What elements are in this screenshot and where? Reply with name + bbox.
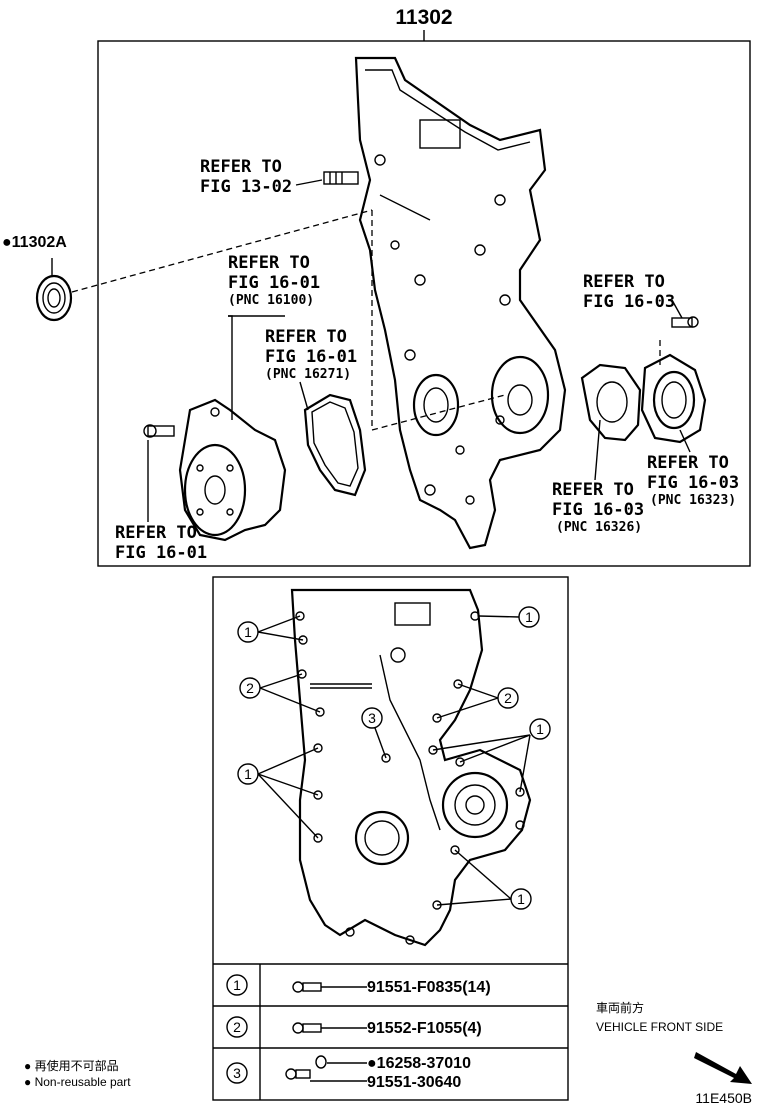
main-part-number[interactable]: 11302 [395, 6, 452, 29]
callout-1-a[interactable]: 1 [237, 621, 259, 643]
ref-pnc-16323-line2: FIG 16-03 [647, 473, 739, 493]
bottom-frame [212, 576, 569, 1101]
ref-fig-16-03-top-line1: REFER TO [583, 272, 665, 292]
ref-fig-16-03-top-line2: FIG 16-03 [583, 292, 675, 312]
ref-pnc-16326-line2: FIG 16-03 [552, 500, 644, 520]
direction-english: VEHICLE FRONT SIDE [596, 1020, 723, 1034]
svg-text:3: 3 [233, 1065, 241, 1081]
part-91552-f1055[interactable]: 91552-F1055(4) [367, 1020, 482, 1037]
ref-pnc-16326-line3: (PNC 16326) [556, 520, 642, 535]
ref-pnc-16271-line1: REFER TO [265, 327, 347, 347]
svg-text:2: 2 [233, 1019, 241, 1035]
oil-seal[interactable] [35, 274, 73, 322]
water-pump[interactable] [178, 398, 287, 542]
ref-pnc-16323-line3: (PNC 16323) [650, 493, 736, 508]
table-key-3: 3 [226, 1062, 248, 1084]
svg-text:3: 3 [368, 710, 376, 726]
table-key-2: 2 [226, 1016, 248, 1038]
part-91551-30640[interactable]: 91551-30640 [367, 1074, 461, 1091]
callout-1-c[interactable]: 1 [529, 718, 551, 740]
timing-chain-cover[interactable] [354, 56, 567, 550]
callout-1-d[interactable]: 1 [237, 763, 259, 785]
ref-pnc-16271-line2: FIG 16-01 [265, 347, 357, 367]
bolt-table [213, 963, 568, 1100]
svg-text:1: 1 [536, 721, 544, 737]
svg-text:1: 1 [233, 977, 241, 993]
bolt-icon-2 [292, 1022, 322, 1034]
svg-text:1: 1 [517, 891, 525, 907]
ref-fig-13-02-line1: REFER TO [200, 157, 282, 177]
bolt-icon-1 [292, 981, 322, 993]
svg-text:1: 1 [244, 624, 252, 640]
vehicle-front-arrow-icon [694, 1052, 752, 1084]
ref-pnc-16100-line2: FIG 16-01 [228, 273, 320, 293]
ref-pnc-16100-line1: REFER TO [228, 253, 310, 273]
cover-bolt-layout [290, 588, 532, 947]
ref-pnc-16271-line3: (PNC 16271) [265, 367, 351, 382]
direction-japanese: 車両前方 [596, 1000, 644, 1015]
callout-2-b[interactable]: 2 [497, 687, 519, 709]
svg-text:1: 1 [525, 609, 533, 625]
svg-text:2: 2 [246, 680, 254, 696]
legend-english: ● Non-reusable part [24, 1075, 131, 1089]
callout-1-b[interactable]: 1 [518, 606, 540, 628]
pump-gasket[interactable] [303, 393, 367, 497]
ref-pnc-16323-line1: REFER TO [647, 453, 729, 473]
ref-pnc-16100-line3: (PNC 16100) [228, 293, 314, 308]
housing-bolt[interactable] [671, 316, 699, 328]
figure-code: 11E450B [695, 1090, 752, 1106]
pump-bolt[interactable] [143, 424, 175, 438]
ref-pnc-16326-line1: REFER TO [552, 480, 634, 500]
stud-bolt[interactable] [323, 171, 359, 185]
part-91551-f0835[interactable]: 91551-F0835(14) [367, 979, 491, 996]
seal-part-number[interactable]: ●11302A [2, 234, 67, 251]
ref-fig-13-02-line2: FIG 13-02 [200, 177, 292, 197]
callout-2-a[interactable]: 2 [239, 677, 261, 699]
ref-fig-16-01-line1: REFER TO [115, 523, 197, 543]
svg-text:2: 2 [504, 690, 512, 706]
water-inlet-housing[interactable] [640, 353, 707, 444]
svg-text:1: 1 [244, 766, 252, 782]
legend-japanese: ● 再使用不可部品 [24, 1058, 119, 1073]
cover-bolt-holes [295, 611, 525, 945]
part-16258-37010[interactable]: ●16258-37010 [367, 1055, 471, 1072]
thermostat-gasket[interactable] [580, 363, 642, 442]
table-key-1: 1 [226, 974, 248, 996]
ref-fig-16-01-line2: FIG 16-01 [115, 543, 207, 563]
callout-3[interactable]: 3 [361, 707, 383, 729]
bolt-icon-3 [285, 1055, 327, 1080]
callout-1-e[interactable]: 1 [510, 888, 532, 910]
